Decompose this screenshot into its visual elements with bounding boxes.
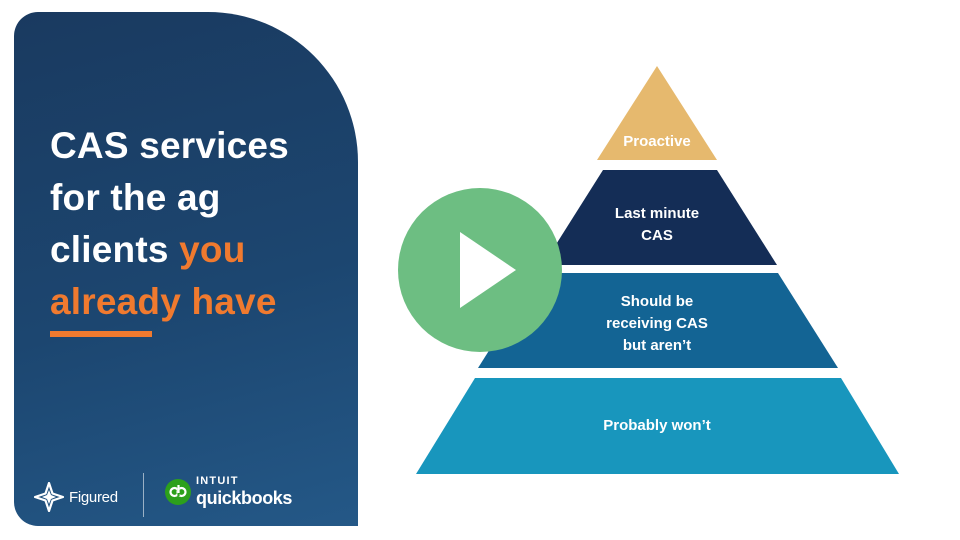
tier-last-minute-line-1: Last minute: [614, 205, 700, 222]
tier-should-be-label: Should be receiving CAS but aren’t: [606, 291, 708, 357]
play-icon: [460, 232, 516, 308]
tier-last-minute-line-2: CAS: [641, 227, 673, 244]
tier-probably-label: Probably won’t: [603, 415, 711, 437]
intuit-brand: INTUIT: [196, 475, 239, 487]
headline-line-3-accent: you: [179, 229, 246, 270]
title-panel: CAS services for the ag clients you alre…: [14, 12, 358, 526]
tier-proactive-line-1: Proactive: [623, 133, 691, 150]
quickbooks-qb-icon: [165, 478, 191, 505]
quickbooks-product: quickbooks: [196, 488, 293, 508]
tier-proactive-shape: [597, 66, 717, 160]
tier-should-be-line-2: receiving CAS: [606, 315, 708, 332]
headline-line-2: for the ag: [50, 177, 221, 218]
tier-proactive-label: Proactive: [623, 131, 691, 153]
headline-line-3: clients you: [50, 224, 350, 276]
accent-underline: [50, 331, 152, 337]
quickbooks-logo: INTUIT quickbooks: [165, 476, 292, 507]
play-button[interactable]: [398, 188, 562, 352]
figured-star-icon: [34, 482, 64, 512]
tier-should-be-shape: [478, 273, 838, 368]
figured-wordmark: Figured: [69, 488, 118, 506]
tier-last-minute-shape: [543, 170, 777, 265]
logo-divider: [143, 473, 144, 517]
tier-should-be-line-1: Should be: [620, 293, 694, 310]
tier-probably-line-1: Probably won’t: [603, 417, 711, 434]
tier-last-minute-label: Last minute CAS: [615, 203, 699, 247]
headline-line-3-plain: clients: [50, 229, 180, 270]
figured-logo: Figured: [34, 482, 118, 512]
headline-line-4-accent: already have: [50, 281, 277, 322]
headline: CAS services for the ag clients you alre…: [50, 120, 350, 328]
headline-line-1: CAS services: [50, 125, 289, 166]
tier-probably-shape: [416, 378, 899, 474]
quickbooks-wordmark: INTUIT quickbooks: [196, 475, 293, 508]
tier-should-be-line-3: but aren’t: [622, 337, 692, 354]
